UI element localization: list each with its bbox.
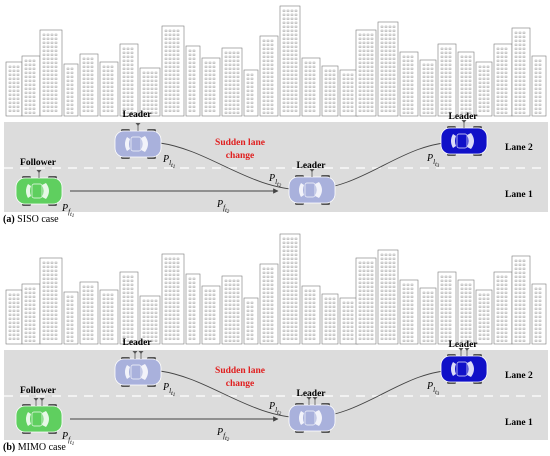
car-leader-mid [288, 169, 336, 205]
caption-text: SISO case [17, 214, 59, 225]
label-leader-mid: Leader [296, 389, 326, 399]
math-pl2: Plt2 [268, 401, 282, 417]
caption-tag: (b) [3, 442, 16, 453]
math-pl1: Plt1 [162, 154, 175, 170]
label-lane2: Lane 2 [505, 371, 533, 381]
math-pf2: Pft2 [216, 199, 230, 215]
city-skyline [5, 233, 547, 345]
car-leader-mid [288, 397, 336, 433]
label-change: change [226, 151, 255, 161]
diagram-mimo: Leader Leader Leader Follower Sudden lan… [4, 233, 548, 447]
city-skyline [5, 5, 547, 117]
label-follower: Follower [20, 158, 57, 168]
diagram-siso: Leader Leader Leader Follower Sudden lan… [4, 5, 548, 219]
label-leader-mid: Leader [296, 161, 326, 171]
label-sudden-lane: Sudden lane [215, 138, 265, 148]
car-leader-start [114, 123, 162, 159]
label-lane1: Lane 1 [505, 418, 533, 428]
label-lane2: Lane 2 [505, 143, 533, 153]
label-sudden-lane: Sudden lane [215, 366, 265, 376]
math-pl3: Plt3 [426, 381, 440, 397]
caption-siso: (a) SISO case [3, 214, 59, 225]
math-pf2: Pft2 [216, 427, 230, 443]
panel-siso: Leader Leader Leader Follower Sudden lan… [3, 5, 548, 225]
car-follower [15, 170, 63, 206]
car-follower [15, 398, 63, 434]
label-leader-right: Leader [448, 112, 478, 122]
caption-mimo: (b) MIMO case [3, 442, 66, 453]
math-pl2: Plt2 [268, 173, 282, 189]
car-leader-start [114, 351, 162, 387]
label-lane1: Lane 1 [505, 190, 533, 200]
label-follower: Follower [20, 386, 57, 396]
panel-mimo: Leader Leader Leader Follower Sudden lan… [0, 228, 550, 456]
caption-tag: (a) [3, 214, 15, 225]
label-leader-top: Leader [122, 338, 152, 348]
math-pf1: Pft1 [61, 431, 74, 447]
car-leader-end [440, 120, 488, 156]
math-pl3: Plt3 [426, 153, 440, 169]
math-pf1: Pft1 [61, 203, 74, 219]
label-leader-right: Leader [448, 340, 478, 350]
label-leader-top: Leader [122, 110, 152, 120]
car-leader-end [440, 348, 488, 384]
math-pl1: Plt1 [162, 382, 175, 398]
caption-text: MIMO case [17, 442, 66, 453]
label-change: change [226, 379, 255, 389]
